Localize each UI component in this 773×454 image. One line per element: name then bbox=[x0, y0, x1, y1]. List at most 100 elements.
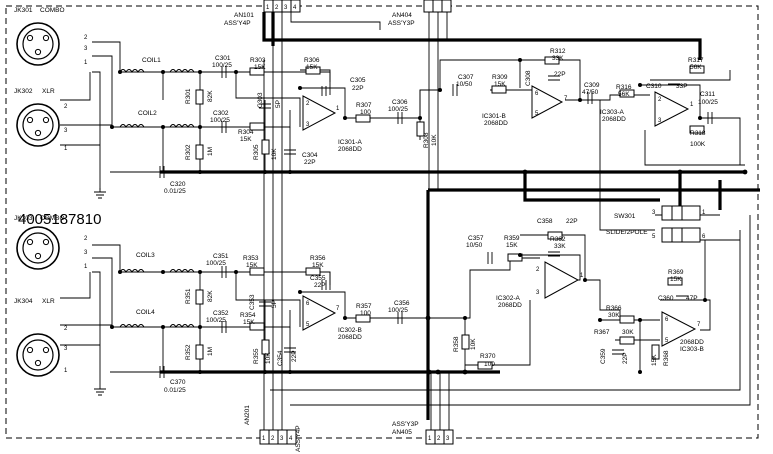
c351-ref: C351 bbox=[213, 253, 229, 260]
c352-ref: C352 bbox=[213, 310, 229, 317]
header-pin-label: 2 bbox=[271, 436, 275, 442]
svg-text:7: 7 bbox=[697, 322, 701, 328]
r368-value: 15K bbox=[651, 354, 658, 366]
r356-ref: R356 bbox=[310, 255, 326, 262]
c353-value: 5P bbox=[271, 300, 278, 308]
r359-value: 15K bbox=[506, 242, 518, 249]
coil-label: COIL2 bbox=[138, 110, 157, 117]
header-pin-label: 4 bbox=[289, 436, 293, 442]
connector-ref: JK304 bbox=[14, 298, 33, 305]
ic302b-value: 2068DD bbox=[338, 334, 362, 341]
header-pin-label: 1 bbox=[262, 436, 266, 442]
c354-ref: C354 bbox=[277, 350, 284, 366]
r318-value: 100K bbox=[690, 141, 706, 148]
board-outline bbox=[5, 5, 759, 439]
r307-value: 100 bbox=[360, 109, 371, 116]
c307-value: 10/50 bbox=[456, 81, 473, 88]
header-assy: ASS'Y3P bbox=[392, 421, 419, 428]
r306-value: 15K bbox=[306, 64, 318, 71]
c311-value: 100/25 bbox=[698, 99, 718, 106]
r367-ref: R367 bbox=[594, 329, 610, 336]
r366-ref: R366 bbox=[606, 305, 622, 312]
c370-ref: C370 bbox=[170, 379, 186, 386]
header-pin-label: 1 bbox=[428, 436, 432, 442]
header-assy: ASS'Y4P bbox=[295, 425, 302, 452]
c356-ref: C356 bbox=[394, 300, 410, 307]
header-an201: 1 2 3 4 AN201 ASS'Y4P bbox=[244, 405, 302, 452]
header-pin-label: 2 bbox=[275, 5, 279, 11]
r318-ref: R318 bbox=[690, 130, 706, 137]
svg-text:1: 1 bbox=[84, 60, 88, 66]
r356-value: 15K bbox=[312, 262, 324, 269]
connector-jk303: JK303 COMBO 2 3 1 bbox=[14, 215, 88, 270]
header-pin-label: 3 bbox=[284, 5, 288, 11]
svg-text:3: 3 bbox=[536, 290, 540, 296]
r362-value: 33K bbox=[554, 243, 566, 250]
header-an404: AN404 ASS'Y3P bbox=[388, 0, 452, 27]
r353-value: 15K bbox=[246, 262, 258, 269]
r353-ref: R353 bbox=[243, 255, 259, 262]
labels-channel-1: C301 100/25 C302 100/25 R303 15K R304 15… bbox=[164, 48, 718, 195]
opamp-ic303a: 2 3 1 bbox=[654, 91, 694, 127]
header-ref: AN101 bbox=[234, 12, 254, 19]
ic301a-value: 2068DD bbox=[338, 146, 362, 153]
r304-ref: R304 bbox=[238, 129, 254, 136]
coil-4: COIL4 bbox=[119, 309, 195, 328]
svg-text:1: 1 bbox=[64, 146, 68, 152]
c308-ref: C308 bbox=[525, 70, 532, 86]
svg-text:3: 3 bbox=[658, 118, 662, 124]
c320-value: 0.01/25 bbox=[164, 188, 186, 195]
signal-wiring bbox=[60, 12, 751, 430]
c309-value: 47/50 bbox=[582, 89, 599, 96]
coil-3: COIL3 bbox=[119, 252, 195, 273]
header-ref: AN404 bbox=[392, 12, 412, 19]
r316-ref: R316 bbox=[616, 84, 632, 91]
c301-ref: C301 bbox=[215, 55, 231, 62]
c352-value: 100/25 bbox=[206, 317, 226, 324]
opamp-ic301b: 6 5 7 bbox=[531, 85, 568, 119]
r370-ref: R370 bbox=[480, 353, 496, 360]
r368-ref: R368 bbox=[663, 350, 670, 366]
r305-value: 10K bbox=[271, 148, 278, 160]
r308-value: 10K bbox=[431, 134, 438, 146]
junction-dots bbox=[110, 58, 748, 375]
c305-ref: C305 bbox=[350, 77, 366, 84]
c303-value: 5P bbox=[275, 100, 282, 108]
r302-value: 1M bbox=[207, 147, 214, 156]
c355-value: 22P bbox=[314, 282, 326, 289]
r351-ref: R351 bbox=[185, 288, 192, 304]
ic301a-ref: IC301-A bbox=[338, 139, 363, 146]
part-number: 4005187810 bbox=[18, 211, 101, 228]
r304-value: 15K bbox=[240, 136, 252, 143]
ic302a-ref: IC302-A bbox=[496, 295, 521, 302]
svg-text:3: 3 bbox=[64, 346, 68, 352]
c370-value: 0.01/25 bbox=[164, 387, 186, 394]
svg-text:5: 5 bbox=[535, 111, 539, 117]
svg-text:5: 5 bbox=[652, 234, 656, 240]
r308-ref: R308 bbox=[423, 132, 430, 148]
c301-value: 100/25 bbox=[212, 62, 232, 69]
c360-value: 47P bbox=[686, 295, 698, 302]
coil-2: COIL2 bbox=[119, 110, 195, 128]
svg-text:3: 3 bbox=[306, 122, 310, 128]
parts-channel-2 bbox=[159, 231, 688, 378]
svg-text:1: 1 bbox=[64, 368, 68, 374]
parts-channel-1 bbox=[159, 56, 713, 178]
c310-value: 33P bbox=[676, 83, 688, 90]
r303-ref: R303 bbox=[250, 57, 266, 64]
ground-symbol bbox=[94, 188, 106, 199]
svg-text:3: 3 bbox=[64, 128, 68, 134]
c320-ref: C320 bbox=[170, 181, 186, 188]
opamp-ic302a: 2 3 1 bbox=[536, 261, 584, 299]
ic303a-ref: IC303-A bbox=[600, 109, 625, 116]
r367-value: 30K bbox=[622, 329, 634, 336]
ic303b-value: 2068DD bbox=[680, 339, 704, 346]
c351-value: 100/25 bbox=[206, 260, 226, 267]
ic303b-ref: IC303-B bbox=[680, 346, 704, 353]
header-ref: AN405 bbox=[392, 429, 412, 436]
c302-value: 100/25 bbox=[210, 117, 230, 124]
header-an405: 1 2 3 ASS'Y3P AN405 bbox=[392, 421, 454, 445]
r358-ref: R358 bbox=[453, 336, 460, 352]
c356-value: 100/25 bbox=[388, 307, 408, 314]
